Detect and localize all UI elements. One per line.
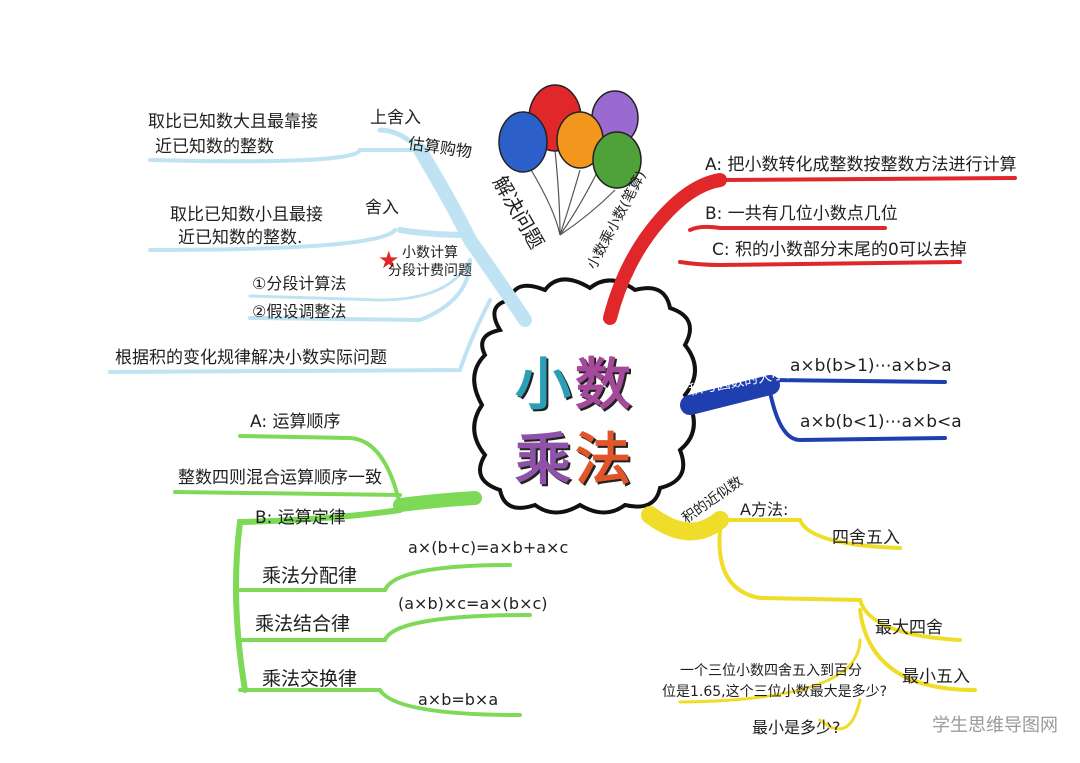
center-title-line2: 乘法 [515,415,635,496]
round-up-text-2: 近已知数的整数 [155,137,274,157]
solve-branch [108,127,532,374]
balloons-illustration [498,84,642,236]
star-note-2: 分段计费问题 [388,263,472,279]
mixed-a-text: 整数四则混合运算顺序一致 [178,468,382,488]
mixed-branch [173,434,532,717]
approx-max: 最大四舍 [875,618,943,638]
calc-c: C: 积的小数部分末尾的0可以去掉 [712,240,967,260]
product-size-case-1: a×b(b>1)⋯a×b>a [790,356,952,376]
center-char: 数 [575,353,635,418]
center-title-line1: 小数 [515,340,635,421]
center-char: 小 [515,353,575,418]
balloon-blue [498,111,548,173]
approx-question-3: 最小是多少? [752,718,841,737]
round-down-text-1: 取比已知数小且最接 [170,205,323,225]
calc-a: A: 把小数转化成整数按整数方法进行计算 [705,155,1017,175]
round-up-text-1: 取比已知数大且最靠接 [148,112,318,132]
center-cloud [472,277,697,515]
associative-formula: (a×b)×c=a×(b×c) [398,594,548,613]
product-size-case-2: a×b(b<1)⋯a×b<a [800,412,962,432]
star-icon: ★ [378,246,400,274]
commutative-label: 乘法交换律 [262,668,358,690]
center-char: 乘 [515,428,575,493]
round-down-text-2: 近已知数的整数. [178,228,303,248]
approx-branch [641,506,977,731]
calc-branch [603,173,1017,325]
star-note-1: 小数计算 [402,245,458,261]
approx-min: 最小五入 [902,667,970,687]
mixed-a-label: A: 运算顺序 [250,412,341,432]
balloon-green [592,131,642,189]
mixed-b-label: B: 运算定律 [255,508,346,528]
product-change-text: 根据积的变化规律解决小数实际问题 [115,348,387,368]
approx-question-2: 位是1.65,这个三位小数最大是多少? [662,684,888,700]
distributive-formula: a×(b+c)=a×b+a×c [408,538,569,557]
associative-label: 乘法结合律 [255,613,351,635]
watermark-text: 学生思维导图网 [932,715,1058,736]
commutative-formula: a×b=b×a [418,690,499,709]
round-down-label: 舍入 [365,198,399,218]
calc-b: B: 一共有几位小数点几位 [705,204,898,224]
center-char: 法 [575,428,635,493]
approx-round: 四舍五入 [832,528,900,548]
round-up-label: 上舍入 [370,108,421,128]
method-2: ②假设调整法 [252,302,347,321]
approx-method-a: A方法: [740,500,789,519]
product-size-branch [680,375,947,443]
method-1: ①分段计算法 [252,274,347,293]
approx-question-1: 一个三位小数四舍五入到百分 [680,663,862,679]
distributive-label: 乘法分配律 [262,565,358,587]
